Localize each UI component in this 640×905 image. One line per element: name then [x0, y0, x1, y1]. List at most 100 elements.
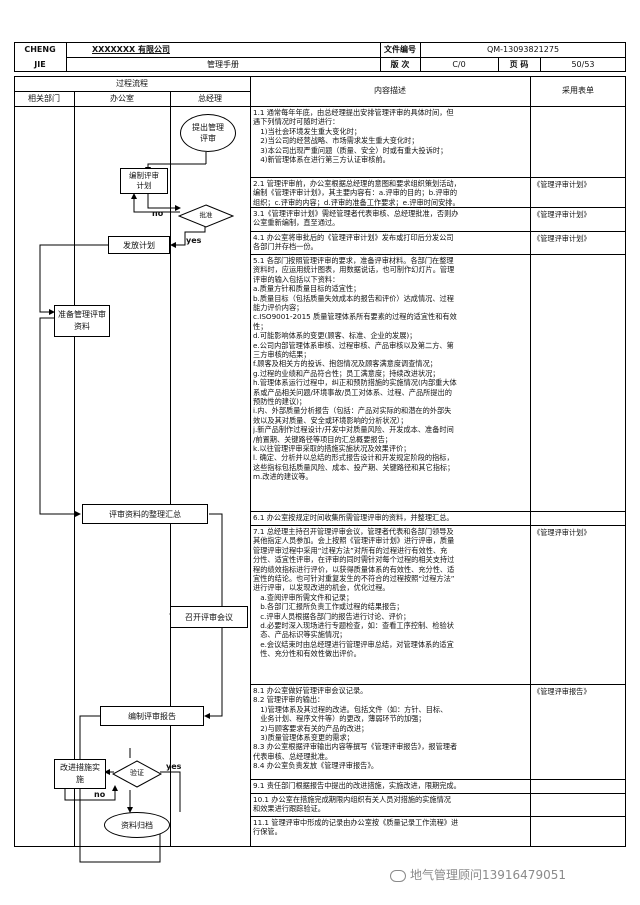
doc-no-label: 文件编号 — [384, 45, 416, 54]
content-s5-line: 性； — [253, 321, 268, 331]
content-s1-line: 1.1 通常每年年底，由总经理提出安排管理评审的具体时间，但 — [253, 108, 454, 117]
content-s6-line: 6.1 办公室按规定时间收集所需管理评审的资料，并整理汇总。 — [253, 513, 454, 522]
content-s11-line: 行保管。 — [253, 827, 282, 837]
content-s5-line: c.ISO9001-2015 质量管理体系所有要素的过程的适宜性和有效 — [253, 312, 457, 322]
content-s8-line: 8.4 办公室负责发放《管理评审报告》。 — [253, 761, 379, 771]
content-s5-line: 评审的输入包括以下资料： — [253, 274, 340, 284]
flow-summarize-materials: 评审资料的整理汇总 — [82, 504, 208, 524]
content-s7-line: 分性、适宜性评审，在评审的同时需针对每个过程的相关支持过 — [253, 555, 455, 565]
content-s1-line: 3)本公司出现严重问题（质量、安全）时或有重大投诉时； — [253, 145, 448, 155]
flow-issue-plan: 发放计划 — [108, 236, 170, 254]
content-s7-line: 其他指定人员参加。会上按照《管理评审计划》进行评审，质量 — [253, 536, 455, 546]
company-name: XXXXXXX 有限公司 — [92, 45, 170, 54]
content-s10-line: 10.1 办公室在措施完成期限内组织有关人员对措施的实施情况 — [253, 795, 451, 804]
content-s5-line: h.管理体系运行过程中，纠正和预防措施的实施情况(内部重大体 — [253, 378, 457, 388]
content-s10-line: 和效果进行跟踪验证。 — [253, 804, 325, 814]
content-header: 内容描述 — [374, 86, 406, 95]
wechat-icon — [390, 869, 406, 882]
content-s7-line: e.会议结束时由总经理进行管理评审总结，对管理体系的适宜 — [253, 639, 454, 649]
content-s1-line: 1)当社会环境发生重大变化时； — [253, 126, 362, 136]
version-label: 版 次 — [390, 60, 410, 69]
content-s1-line: 遇下列情况时可随时进行： — [253, 117, 340, 127]
page-label: 页 码 — [509, 60, 529, 69]
content-s7-line: b.各部门汇报所负责工作或过程的结果报告； — [253, 602, 404, 612]
content-s4-line: 4.1 办公室将审批后的《管理评审计划》发布或打印后分发公司 — [253, 233, 454, 242]
flow-implement-improvement: 改进措施实施 — [54, 759, 106, 789]
flow-approve-diamond — [178, 204, 234, 228]
flow-prepare-materials: 准备管理评审资料 — [54, 305, 110, 337]
content-s9-line: 9.1 责任部门根据报告中提出的改进措施，实施改进，限期完成。 — [253, 781, 461, 790]
content-s5-line: 5.1 各部门按照管理评审的要求，准备评审材料。各部门在整理 — [253, 256, 454, 265]
content-s11-line: 11.1 管理评审中形成的记录由办公室按《质量记录工作流程》进 — [253, 818, 459, 827]
flow-hold-meeting: 召开评审会议 — [170, 606, 248, 628]
content-s8-line: 8.3 办公室根据评审输出内容等撰写《管理评审报告》，报管理者 — [253, 742, 458, 752]
content-s2-line: 2.1 管理评审前，办公室根据总经理的意图和要求组织策划活动， — [253, 179, 461, 188]
content-s5-line: j.新产品制作过程设计/开发中对质量风险、开发成本、准备时间 — [253, 425, 454, 435]
content-s7-line: d.必要时深入现场进行专题检查，如：查看工序控制、检验状 — [253, 621, 454, 630]
content-s5-line: 资料时，应运用统计图表，用数据说话，也可制作幻灯片。管理 — [253, 265, 455, 275]
company-code-top: CHENG — [24, 45, 56, 54]
form-row-4: 《管理评审计划》 — [533, 234, 591, 243]
content-s8-line: 8.2 管理评审的输出： — [253, 695, 325, 705]
content-s7-line: c.评审人员根据各部门的报告进行讨论、评价； — [253, 611, 411, 621]
form-row-7: 《管理评审计划》 — [533, 528, 591, 537]
company-code-bottom: JIE — [34, 60, 46, 69]
content-s7-line: a.查阅评审所需文件和记录； — [253, 592, 354, 602]
content-s5-line: l. 确定、分析并以总结的形式报告设计和开发规定阶段的指标， — [253, 453, 454, 463]
page-number: 50/53 — [571, 60, 595, 69]
content-s8-line: 代表审核、总经理批准。 — [253, 751, 333, 761]
content-s8-line: 8.1 办公室做好管理评审会议记录。 — [253, 686, 368, 695]
form-row-3: 《管理评审计划》 — [533, 210, 591, 219]
dept-office-header: 办公室 — [110, 94, 134, 103]
yes-label-2: yes — [166, 762, 182, 771]
manual-title: 管理手册 — [207, 60, 239, 69]
content-s4-line: 各部门并存档一份。 — [253, 242, 318, 252]
content-s5-line: k.以往管理评审采取的措施实施状况及效果评价； — [253, 444, 411, 453]
process-flow-header: 过程流程 — [116, 79, 148, 88]
content-s5-line: d.可能影响体系的变更(顾客、标准、企业的发展)； — [253, 331, 417, 341]
watermark: 地气管理顾问13916479051 — [390, 866, 566, 883]
content-s5-line: f.顾客及相关方的投诉、抱怨情况及顾客满意度调查情况； — [253, 359, 437, 369]
flow-compile-report: 编制评审报告 — [100, 706, 204, 726]
content-s8-line: 1)管理体系及其过程的改进。包括文件（如：方针、目标、 — [253, 704, 448, 714]
doc-no: QM-13093821275 — [486, 45, 560, 54]
content-s5-line: g.过程的业绩和产品符合性；员工满意度；持续改进状况； — [253, 368, 440, 378]
content-s7-line: 管理评审过程中采用“过程方法”对所有的过程进行有效性、充 — [253, 545, 448, 555]
content-s5-line: m.改进的建议等。 — [253, 472, 313, 482]
content-s7-line: 7.1 总经理主持召开管理评审会议，管理者代表和各部门领导及 — [253, 527, 454, 536]
flow-verify-diamond — [112, 760, 162, 788]
no-label-1: no — [152, 209, 164, 218]
form-row-2: 《管理评审计划》 — [533, 180, 591, 189]
content-s5-line: 效以及其对质量、安全或环境影响的分析状况）； — [253, 415, 408, 425]
content-s7-line: 性、充分性和有效性做出评价。 — [253, 649, 361, 659]
content-s3-line: 3.1《管理评审计划》需经管理者代表审核、总经理批准，否则办 — [253, 209, 459, 218]
form-row-8: 《管理评审报告》 — [533, 687, 591, 696]
content-s5-line: 这些指标包括质量风险、成本、投产期、关键路径和其它指标； — [253, 462, 455, 472]
content-s1-line: 2)当公司的经营战略、市场需求发生重大变化时； — [253, 136, 419, 146]
content-s5-line: 预防性的建议)； — [253, 397, 307, 406]
verify-label: 验证 — [130, 769, 144, 777]
content-s2-line: 编制《管理评审计划》，其主要内容有：a.评审的目的；b.评审的 — [253, 188, 458, 198]
version: C/0 — [452, 60, 466, 69]
content-s5-line: a.质量方针和质量目标的适宜性； — [253, 284, 361, 294]
no-label-2: no — [94, 790, 106, 799]
dept-related-header: 相关部门 — [28, 94, 60, 103]
content-s8-line: 2)与顾客要求有关的产品的改进； — [253, 723, 369, 733]
forms-header: 采用表单 — [562, 86, 594, 95]
flow-compile-plan: 编制评审计划 — [120, 168, 168, 194]
content-s2-line: 组织；c.评审的内容；d.评审的准备工作要求；e.评审时间安排。 — [253, 197, 460, 207]
content-s7-line: 进行评审，以发现改进的机会，优化过程。 — [253, 583, 390, 593]
content-s3-line: 公室重新编制，直至通过。 — [253, 218, 340, 228]
content-s7-line: 程的绩效指标进行评价，以获得质量体系的有效性、充分性、适 — [253, 564, 455, 574]
content-s5-line: i.内、外部质量分析报告（包括：产品对实际的和潜在的外部失 — [253, 406, 452, 416]
content-s5-line: e.公司内部管理体系审核、过程审核、产品审核以及第二方、第 — [253, 340, 454, 350]
content-s8-line: 3)质量管理体系变更的需求； — [253, 733, 354, 742]
dept-gm-header: 总经理 — [198, 94, 222, 103]
flow-start-propose-review: 提出管理评审 — [180, 114, 236, 152]
content-s1-line: 4)新管理体系在进行第三方认证审核前。 — [253, 155, 390, 164]
content-s5-line: 三方审核的结果； — [253, 350, 311, 359]
content-s7-line: 宜性的结论。也可针对重复发生的不符合的过程按照“过程方法” — [253, 574, 455, 583]
flow-archive: 资料归档 — [104, 812, 170, 838]
content-s5-line: b.质量目标（包括质量失效成本的报告和评价）达成情况、过程 — [253, 293, 454, 303]
